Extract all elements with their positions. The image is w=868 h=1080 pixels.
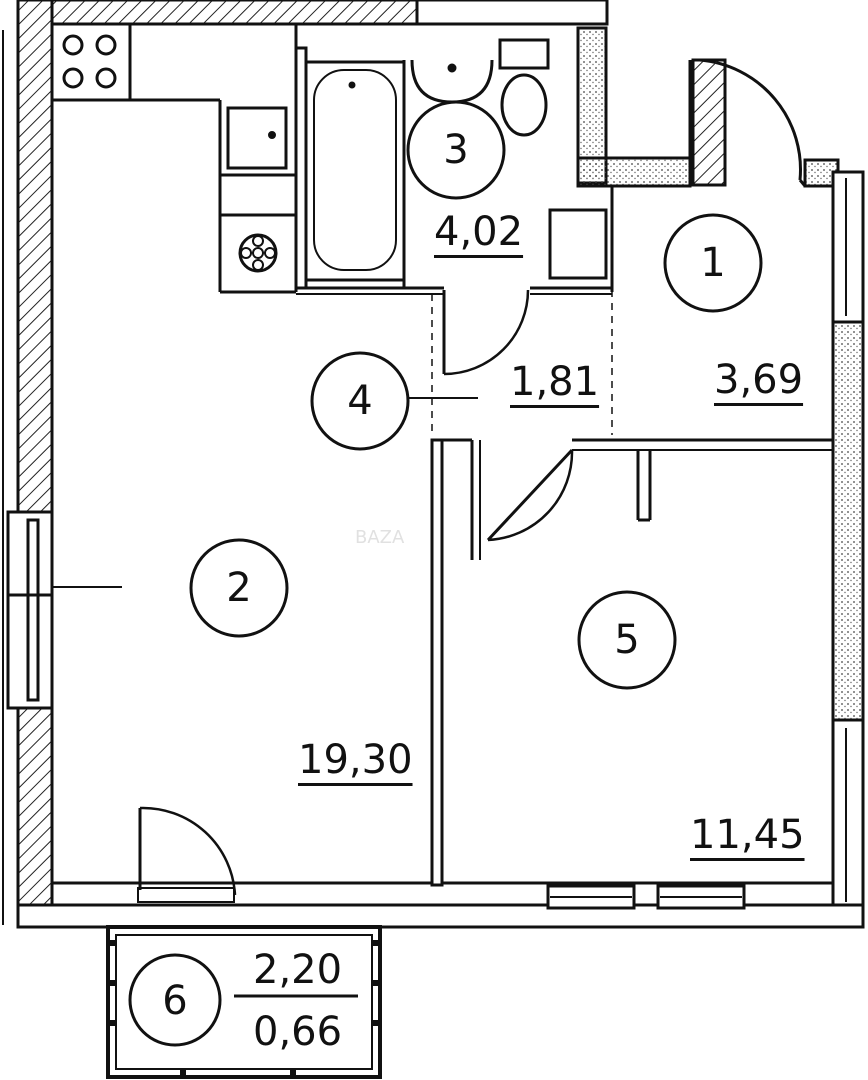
washbasin	[410, 59, 494, 104]
room-number-6: 6	[162, 978, 188, 1024]
room-number-2: 2	[226, 565, 252, 611]
room-circle-4	[310, 351, 410, 451]
window-left	[6, 510, 122, 710]
room-area-5: 11,45	[690, 812, 805, 858]
room-number-3: 3	[443, 127, 469, 173]
exterior-wall-bottom	[16, 881, 865, 929]
exterior-wall-left	[2, 0, 54, 927]
door-balcony	[138, 806, 237, 896]
fan-icon	[238, 233, 278, 273]
balcony-area: 2,20	[253, 947, 343, 993]
room-circle-1	[663, 213, 763, 313]
room-area-3: 4,02	[434, 209, 524, 255]
exterior-wall-top	[50, 0, 609, 26]
balcony-coefficient: 0,66	[253, 1009, 343, 1055]
balcony-outline	[106, 925, 382, 1079]
exterior-wall-right	[831, 170, 865, 912]
watermark: BAZA	[355, 527, 405, 548]
sink	[226, 106, 288, 170]
room-circles	[128, 100, 763, 1047]
door-room5	[486, 448, 574, 542]
door-entrance	[691, 58, 807, 187]
room-number-1: 1	[700, 240, 726, 286]
room-circle-5	[577, 590, 677, 690]
room-number-5: 5	[614, 617, 640, 663]
room-area-4: 1,81	[510, 359, 600, 405]
room-circle-2	[189, 538, 289, 638]
room-number-4: 4	[347, 378, 373, 424]
bathtub	[304, 60, 406, 282]
room-area-1: 3,69	[714, 357, 804, 403]
toilet	[498, 38, 550, 137]
room-circle-6	[128, 953, 222, 1047]
room-circle-3	[406, 100, 506, 200]
door-bathroom	[442, 289, 530, 376]
washing-machine	[548, 208, 608, 280]
room-area-2: 19,30	[298, 737, 413, 783]
stove	[50, 22, 132, 102]
